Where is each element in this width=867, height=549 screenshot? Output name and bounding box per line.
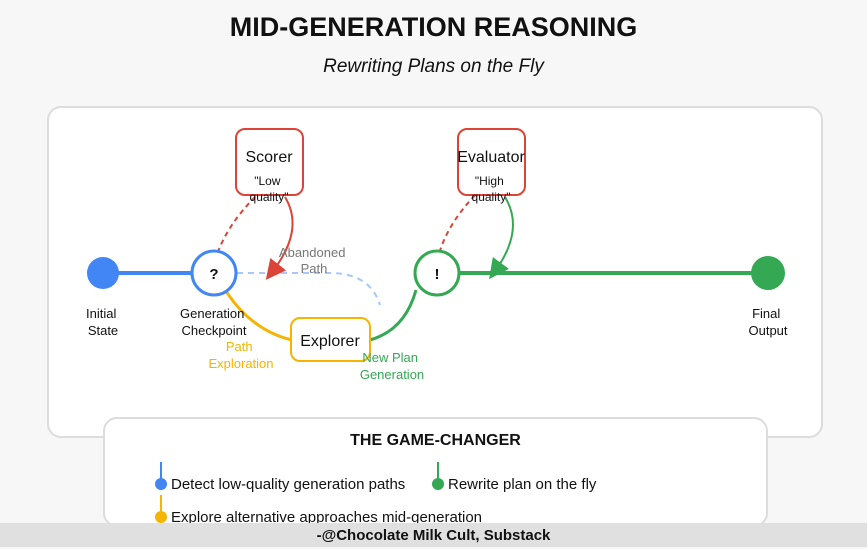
- scorer-feedback-dashed: [212, 189, 263, 271]
- legend-item-text: Explore alternative approaches mid-gener…: [171, 509, 483, 526]
- evaluator-feedback-arrow: [489, 196, 514, 280]
- footer-credit: -@Chocolate Milk Cult, Substack: [0, 523, 867, 547]
- evaluator-box: Evaluator "High quality": [457, 128, 526, 204]
- rewrite-node: [413, 249, 461, 297]
- explorer-title: Explorer: [300, 333, 360, 350]
- exploration-path-line: [222, 287, 293, 342]
- yellow-marker-icon: [155, 495, 167, 527]
- abandoned-path-line: [237, 272, 381, 306]
- legend-item-text: Rewrite plan on the fly: [448, 476, 597, 493]
- legend-item-detect: Detect low-quality generation paths: [155, 462, 406, 493]
- checkpoint-node: [190, 249, 238, 297]
- scorer-quote: "Low quality": [250, 174, 289, 204]
- checkpoint-label: Generation Checkpoint: [180, 306, 248, 338]
- initial-state-label: Initial State: [86, 306, 120, 338]
- scorer-feedback-arrow: [265, 196, 294, 280]
- scorer-box: Scorer "Low quality": [235, 128, 304, 204]
- legend-item-rewrite: Rewrite plan on the fly: [432, 462, 597, 493]
- rewrite-symbol: !: [435, 266, 440, 283]
- checkpoint-symbol: ?: [209, 266, 218, 283]
- green-marker-icon: [432, 462, 444, 494]
- evaluator-quote: "High quality": [472, 174, 511, 204]
- blue-marker-icon: [155, 462, 167, 494]
- initial-state-node: [87, 257, 119, 289]
- new-plan-label: New Plan Generation: [360, 350, 424, 382]
- evaluator-feedback-dashed: [435, 189, 481, 271]
- evaluator-title: Evaluator: [457, 149, 525, 166]
- scorer-title: Scorer: [245, 149, 293, 166]
- page-title: MID-GENERATION REASONING: [229, 12, 638, 42]
- page-subtitle: Rewriting Plans on the Fly: [323, 56, 544, 77]
- final-output-label: Final Output: [748, 306, 787, 338]
- explorer-box: Explorer: [290, 317, 371, 362]
- legend-panel: THE GAME-CHANGER Detect low-quality gene…: [103, 417, 768, 527]
- final-output-node: [751, 256, 785, 290]
- abandoned-path-label: Abandoned Path: [279, 245, 349, 276]
- new-plan-path-line: [369, 289, 418, 342]
- legend-item-explore: Explore alternative approaches mid-gener…: [155, 495, 483, 526]
- path-exploration-label: Path Exploration: [208, 339, 273, 371]
- legend-item-text: Detect low-quality generation paths: [171, 476, 406, 493]
- legend-title: THE GAME-CHANGER: [350, 432, 521, 449]
